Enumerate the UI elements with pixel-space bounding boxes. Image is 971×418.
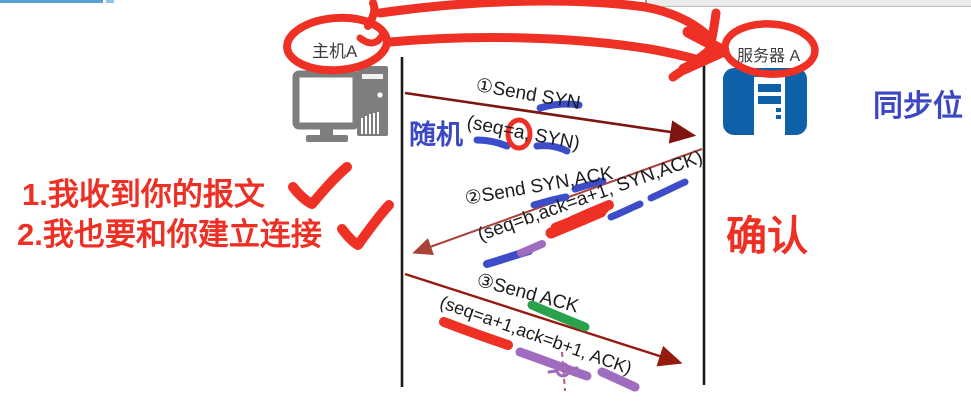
annotation-lower-stroke — [385, 33, 704, 65]
syn-arrow — [404, 91, 697, 144]
checkmarks — [288, 162, 394, 250]
sync-bit-label: 同步位 — [873, 90, 963, 123]
random-label: 随机 — [409, 120, 463, 150]
host-label: 主机A — [312, 42, 358, 61]
red-marker-scribbles — [439, 200, 614, 350]
checkmark-1 — [288, 162, 352, 209]
checkmark-2 — [337, 200, 394, 250]
confirm-label: 确认 — [726, 213, 808, 259]
server-circle-annotation — [721, 20, 819, 78]
server-label: 服务器 A — [737, 48, 801, 65]
green-marker-underline — [527, 300, 590, 332]
ack-arrow — [404, 272, 683, 367]
note-line-2: 2.我也要和你建立连接 — [17, 217, 322, 252]
top-blue-underline — [0, 0, 103, 3]
note-line-1: 1.我收到你的报文 — [22, 177, 265, 212]
annotation-upper-stroke — [375, 0, 711, 39]
circle-around-a-annotation — [505, 117, 533, 151]
purple-marker-underlines — [515, 240, 640, 392]
server-icon — [723, 68, 807, 135]
hand-drawn-red-annotation — [283, 0, 819, 82]
host-computer-icon — [292, 66, 388, 142]
drawing-cursor-icon — [547, 351, 579, 392]
top-blue-dot — [106, 0, 114, 3]
